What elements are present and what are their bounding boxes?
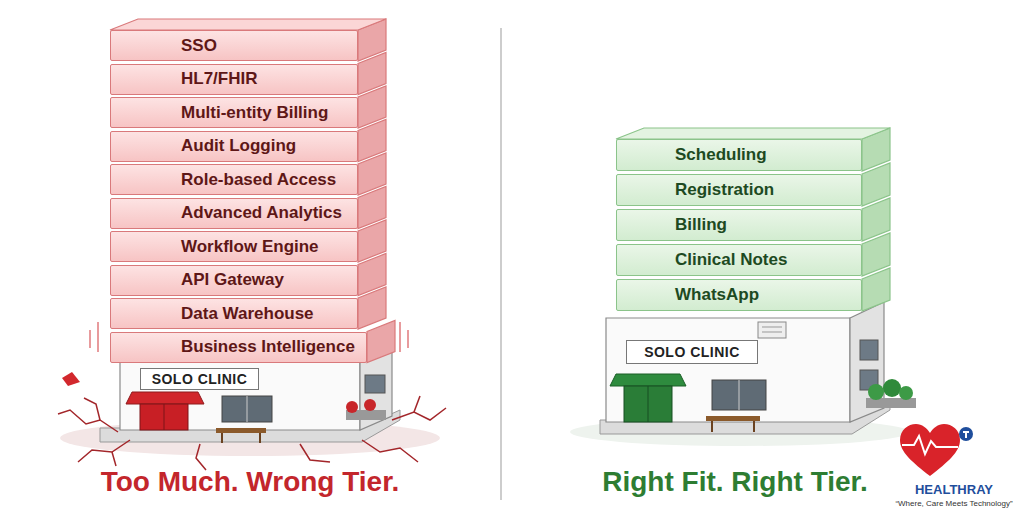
verdict-caption: Right Fit. Right Tier. [602,466,867,498]
node-text: Audit Logging [181,136,296,156]
node-text: Clinical Notes [675,250,787,270]
verdict-caption: Too Much. Wrong Tier. [101,466,400,498]
feature-slab: Data Warehouse [110,298,358,329]
feature-slab: API Gateway [110,265,358,296]
feature-slab: Business Intelligence [110,332,367,363]
feature-slab: Advanced Analytics [110,198,358,229]
node-text: WhatsApp [675,285,759,305]
feature-slab: Scheduling [616,139,862,171]
feature-slab: Billing [616,209,862,241]
node-text: SOLO CLINIC [644,344,740,360]
feature-slab: Registration [616,174,862,206]
node-text: Registration [675,180,774,200]
brand-name: HEALTHRAY [915,482,993,497]
slab-depth [110,19,890,363]
slab-icons [133,38,652,354]
healthy-building [570,302,916,446]
feature-slab: SSO [110,30,358,61]
feature-slab: Clinical Notes [616,244,862,276]
feature-slab: WhatsApp [616,279,862,311]
clinic-sign: SOLO CLINIC [626,340,758,364]
node-text: Scheduling [675,145,767,165]
node-text: HL7/FHIR [181,69,258,89]
divider-line [500,28,502,500]
logo-heart [900,424,973,476]
clinic-sign: SOLO CLINIC [140,368,259,390]
node-text: Business Intelligence [181,337,355,357]
node-text: Role-based Access [181,170,336,190]
slab-top [110,19,386,30]
node-text: Multi-entity Billing [181,103,328,123]
feature-slab: HL7/FHIR [110,64,358,95]
node-text: Billing [675,215,727,235]
feature-slab: Workflow Engine [110,231,358,262]
feature-slab: Audit Logging [110,131,358,162]
feature-slab: Role-based Access [110,164,358,195]
slab-top [616,128,890,139]
node-text: Workflow Engine [181,237,319,257]
feature-slab: Multi-entity Billing [110,97,358,128]
slab-side [367,321,395,363]
node-text: SSO [181,36,217,56]
node-text: SOLO CLINIC [152,371,248,387]
brand-tagline: “Where, Care Meets Technology” [895,499,1012,508]
node-text: Advanced Analytics [181,203,342,223]
node-text: Data Warehouse [181,304,314,324]
node-text: API Gateway [181,270,284,290]
